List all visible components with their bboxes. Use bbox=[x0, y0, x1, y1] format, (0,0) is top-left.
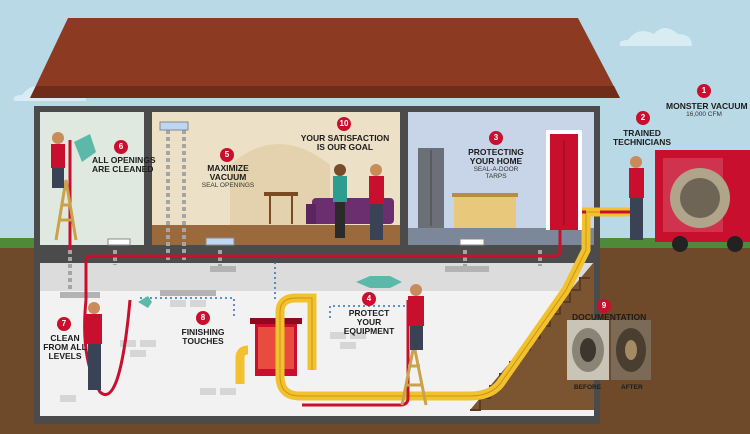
step-title-2: TRAINED TECHNICIANS bbox=[612, 128, 672, 147]
roof-shade bbox=[30, 86, 620, 98]
step-badge-3: 3 bbox=[489, 131, 503, 145]
step-title-6: ALL OPENINGS ARE CLEANED bbox=[92, 155, 156, 174]
floor-right bbox=[408, 228, 594, 245]
step-title-9: DOCUMENTATION bbox=[572, 312, 647, 322]
roof bbox=[30, 18, 620, 98]
technician-upstairs bbox=[51, 132, 65, 188]
step-title-8: FINISHING TOUCHES bbox=[181, 327, 225, 346]
step-title-1: MONSTER VACUUM bbox=[666, 101, 748, 111]
basement-ceiling bbox=[40, 263, 594, 291]
technician bbox=[369, 164, 384, 240]
sofa-arm bbox=[306, 204, 316, 224]
brush-tool-right bbox=[356, 276, 402, 288]
step-badge-2: 2 bbox=[636, 111, 650, 125]
brush-tool bbox=[110, 296, 152, 308]
documentation-photos bbox=[567, 320, 651, 380]
caption-after: AFTER bbox=[621, 384, 643, 391]
caption-before: BEFORE bbox=[574, 384, 602, 391]
floor-middle bbox=[152, 225, 400, 245]
technician-basement-right bbox=[408, 284, 424, 350]
step-badge-10: 10 bbox=[337, 117, 351, 131]
counter bbox=[452, 193, 518, 197]
step-badge-4: 4 bbox=[362, 292, 376, 306]
step-badge-6: 6 bbox=[114, 140, 128, 154]
step-title-4: PROTECT YOUR EQUIPMENT bbox=[343, 308, 395, 336]
basement-ducts bbox=[60, 266, 489, 298]
airflow bbox=[140, 262, 420, 320]
technician-basement-left bbox=[86, 302, 102, 390]
step-title-3: PROTECTING YOUR HOME bbox=[468, 147, 524, 166]
step-title-10: YOUR SATISFACTION IS OUR GOAL bbox=[300, 133, 390, 152]
step-subtitle-5: SEAL OPENINGS bbox=[201, 182, 255, 189]
cloud bbox=[619, 28, 692, 46]
cabinets bbox=[454, 196, 516, 228]
step-subtitle-1: 16,000 CFM bbox=[686, 111, 722, 118]
step-badge-9: 9 bbox=[597, 299, 611, 313]
step-title-5: MAXIMIZE VACUUM bbox=[207, 163, 249, 182]
side-table bbox=[264, 192, 298, 196]
bricks bbox=[60, 300, 366, 402]
step-title-7: CLEAN FROM ALL LEVELS bbox=[43, 333, 87, 361]
duct-edge bbox=[279, 211, 600, 397]
step-badge-1: 1 bbox=[697, 84, 711, 98]
step-badge-5: 5 bbox=[220, 148, 234, 162]
vent-brush bbox=[74, 134, 96, 162]
customer bbox=[333, 164, 347, 238]
step-badge-8: 8 bbox=[196, 311, 210, 325]
step-badge-7: 7 bbox=[57, 317, 71, 331]
step-subtitle-3: SEAL-A-DOOR TARPS bbox=[473, 166, 519, 180]
technician-outdoors bbox=[629, 156, 644, 240]
vacuum-truck bbox=[655, 150, 750, 252]
floor-vents bbox=[107, 121, 485, 246]
ladder bbox=[54, 179, 78, 241]
